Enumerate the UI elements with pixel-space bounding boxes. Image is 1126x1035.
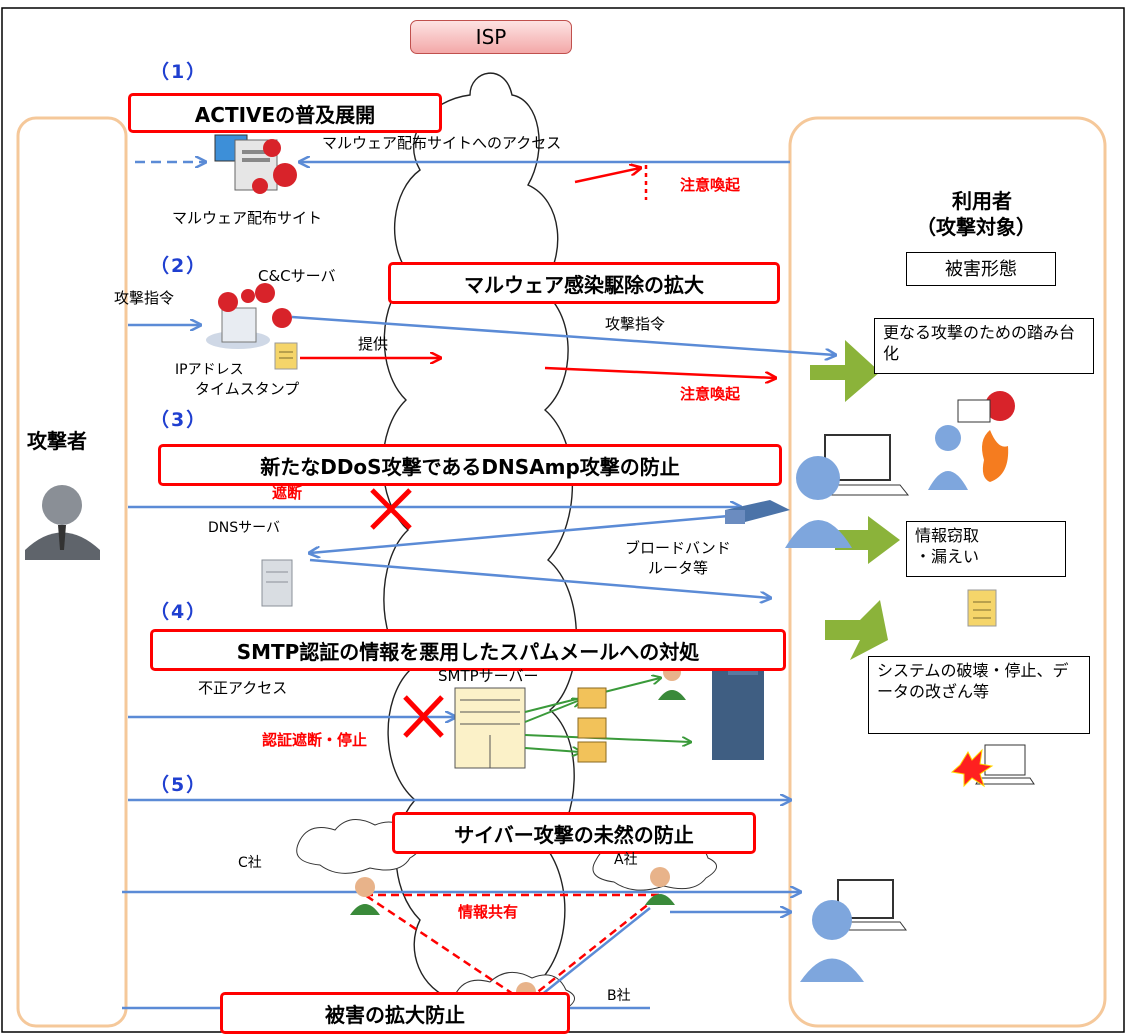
user-label-line1: 利用者 bbox=[952, 189, 1012, 213]
label-ip-line2: タイムスタンプ bbox=[195, 380, 300, 398]
document-icon-theft bbox=[967, 589, 997, 627]
arrow-b-to-a bbox=[534, 907, 651, 1001]
label-company-a: A社 bbox=[614, 852, 638, 868]
block-x bbox=[370, 488, 412, 530]
label-company-c: C社 bbox=[238, 855, 262, 871]
step-5-title: サイバー攻撃の未然の防止 bbox=[392, 812, 756, 854]
spam-arrows bbox=[524, 678, 690, 752]
isp-cloud bbox=[382, 72, 578, 1019]
label-alert2: 注意喚起 bbox=[680, 385, 741, 403]
damage-stepping-stone: 更なる攻撃のための踏み台化 bbox=[874, 318, 1094, 374]
person-company-a bbox=[645, 867, 675, 905]
green-arrow-1 bbox=[810, 340, 880, 402]
dns-server-icon bbox=[261, 559, 293, 607]
arrow-dns-to-user bbox=[309, 558, 770, 598]
mail-icons bbox=[577, 687, 607, 763]
router-icon bbox=[725, 500, 790, 524]
step-4-number: （4） bbox=[150, 601, 208, 623]
label-attack-cmd-right: 攻撃指令 bbox=[605, 315, 666, 333]
step-2-number: （2） bbox=[150, 255, 208, 277]
info-share-triangle bbox=[360, 893, 664, 1004]
user-panel bbox=[788, 116, 1107, 1028]
person-company-c bbox=[350, 877, 380, 915]
malware-site-icon bbox=[214, 134, 297, 194]
broken-pc-icon bbox=[950, 744, 1035, 788]
step-4-title: SMTP認証の情報を悪用したスパムメールへの対処 bbox=[150, 629, 786, 671]
label-alert1: 注意喚起 bbox=[680, 176, 741, 194]
damage-header-text: 被害形態 bbox=[945, 259, 1017, 280]
label-router-line2: ルータ等 bbox=[648, 559, 709, 577]
label-auth-block: 認証遮断・停止 bbox=[262, 731, 368, 749]
cc-server-icon bbox=[206, 283, 292, 349]
label-provide: 提供 bbox=[358, 335, 389, 353]
label-ip-line1: IPアドレス bbox=[175, 362, 244, 378]
step-1-title: ACTIVEの普及展開 bbox=[128, 93, 442, 133]
step-1-number: （1） bbox=[150, 61, 208, 83]
arrow-attack-cmd-right bbox=[291, 315, 835, 355]
green-arrow-3 bbox=[825, 600, 888, 660]
attacker-panel bbox=[16, 116, 128, 1028]
label-unauthorized-access: 不正アクセス bbox=[198, 679, 288, 697]
label-attack-cmd-left: 攻撃指令 bbox=[114, 289, 175, 307]
bottom-title: 被害の拡大防止 bbox=[220, 992, 570, 1034]
damage-info-theft-line1: 情報窃取 bbox=[915, 526, 980, 545]
attacker-icon bbox=[25, 485, 100, 560]
green-arrow-2 bbox=[835, 516, 900, 564]
document-icon-cc bbox=[274, 342, 298, 370]
step-3-number: （3） bbox=[150, 409, 208, 431]
user-label-line2: （攻撃対象） bbox=[916, 215, 1036, 239]
damage-destruction: システムの破壊・停止、データの改ざん等 bbox=[868, 656, 1090, 734]
attacker-label: 攻撃者 bbox=[27, 429, 87, 453]
label-dns-server: DNSサーバ bbox=[208, 520, 280, 536]
step-2-title: マルウェア感染駆除の拡大 bbox=[388, 262, 780, 304]
isp-label: ISP bbox=[410, 20, 572, 54]
label-info-share: 情報共有 bbox=[458, 903, 519, 921]
damage-info-theft: 情報窃取 ・漏えい bbox=[906, 521, 1066, 577]
label-company-b: B社 bbox=[607, 988, 631, 1004]
label-router-line1: ブロードバンド bbox=[625, 539, 731, 557]
arrow-alert2 bbox=[544, 366, 775, 378]
label-smtp-server: SMTPサーバー bbox=[438, 667, 539, 685]
arrow-alert1 bbox=[574, 168, 640, 184]
damage-header: 被害形態 bbox=[906, 252, 1056, 286]
step-5-number: （5） bbox=[150, 774, 208, 796]
label-access-malware-site: マルウェア配布サイトへのアクセス bbox=[322, 134, 562, 152]
arrow-router-to-dns bbox=[310, 513, 741, 553]
damage-info-theft-line2: ・漏えい bbox=[915, 546, 980, 566]
label-malware-site: マルウェア配布サイト bbox=[172, 209, 323, 227]
user-icon-small-infected bbox=[928, 391, 1015, 490]
smtp-server-icon bbox=[454, 687, 526, 769]
label-block: 遮断 bbox=[272, 484, 303, 502]
user-icon-bottom bbox=[800, 879, 907, 982]
step-3-title: 新たなDDoS攻撃であるDNSAmp攻撃の防止 bbox=[158, 444, 782, 486]
user-icon-large-pc bbox=[785, 434, 910, 548]
label-cc-server: C&Cサーバ bbox=[258, 267, 336, 285]
auth-block-x bbox=[403, 695, 444, 738]
